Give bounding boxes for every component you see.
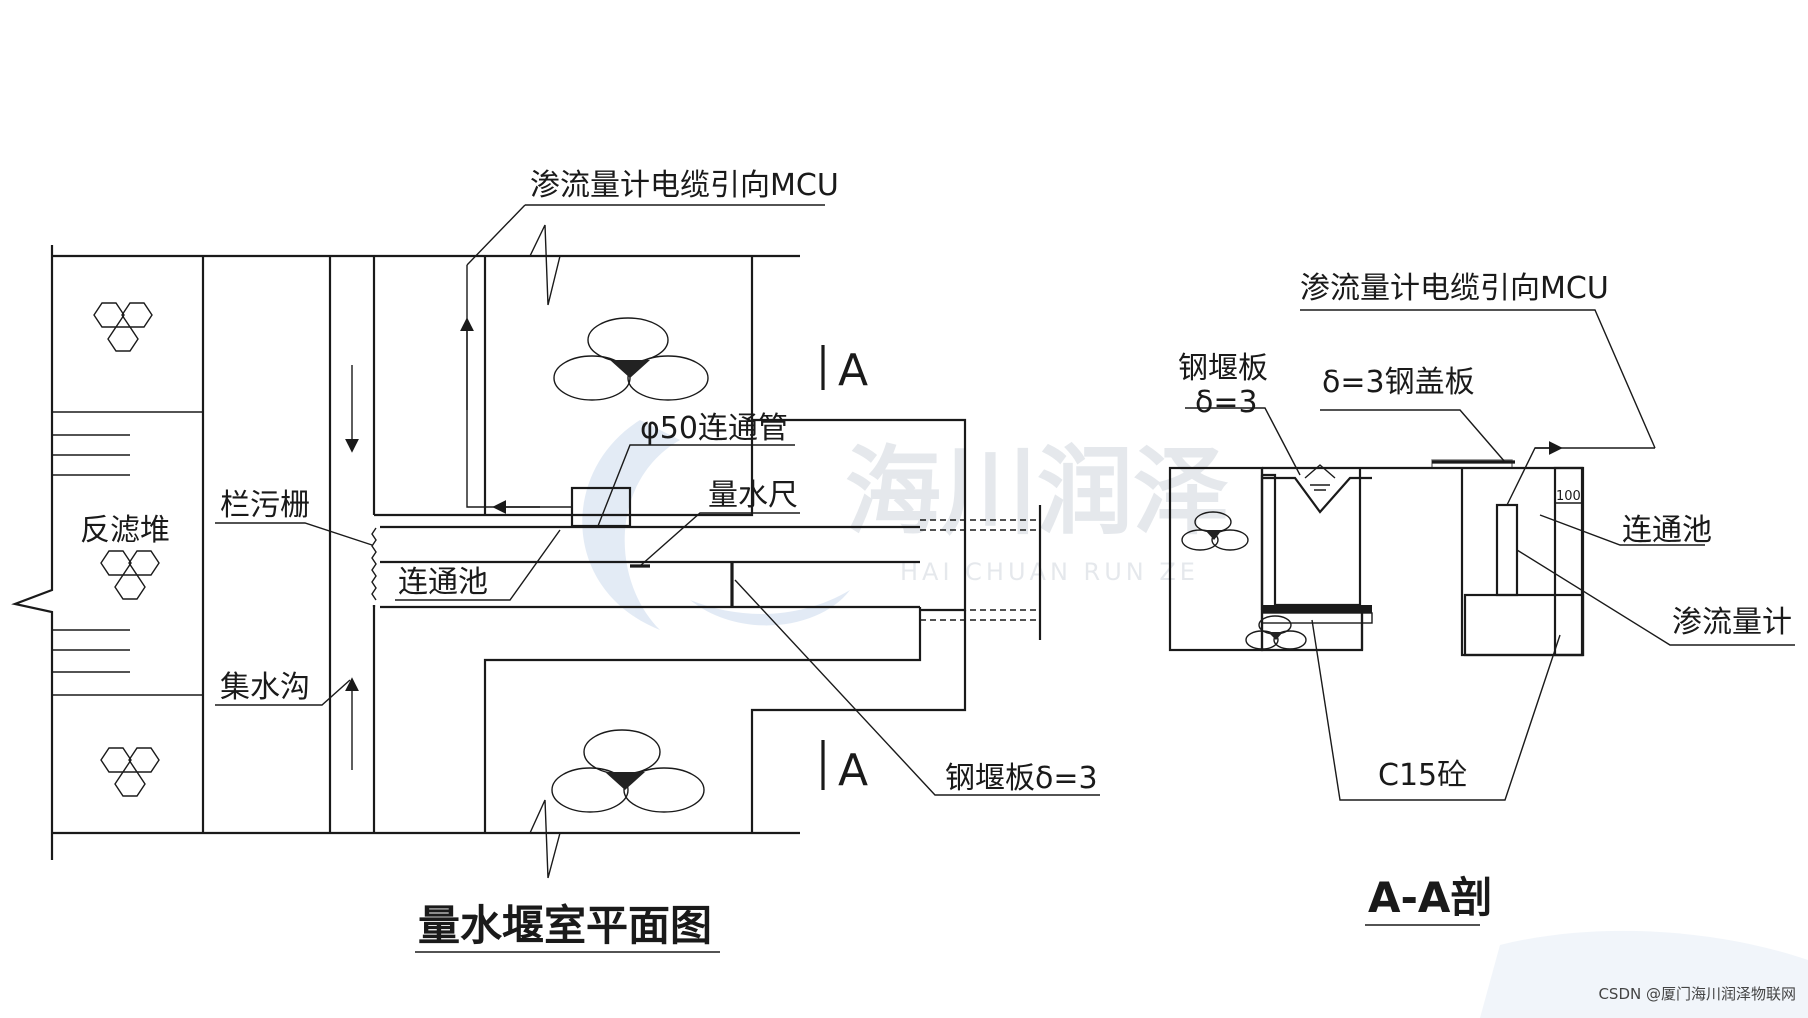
- pool-leader: [395, 529, 561, 601]
- pebble-cluster-upper: [553, 317, 709, 401]
- watermark: 海川润泽 HAI CHUAN RUN ZE: [582, 420, 1808, 1018]
- trash-rack-zigzag: [371, 527, 377, 601]
- seepage-meter: [1495, 503, 1519, 597]
- plan-cable-label: 渗流量计电缆引向MCU: [530, 168, 839, 203]
- water-level-symbol: [1304, 464, 1336, 491]
- section-cable-leader: [1300, 309, 1656, 449]
- pipe-leader: [597, 444, 795, 527]
- plan-weir-plate-label: 钢堰板δ=3: [945, 761, 1098, 796]
- v-notch: [1262, 476, 1372, 514]
- plan-title: 量水堰室平面图: [418, 901, 712, 950]
- pipe-label: φ50连通管: [640, 411, 788, 446]
- cover-plate-leader: [1320, 409, 1506, 463]
- ruler-leader: [639, 512, 800, 567]
- cover-plate-label: δ=3钢盖板: [1322, 365, 1475, 400]
- lower-chamber-inner: [483, 607, 922, 833]
- section-pebbles-lower: [1245, 615, 1307, 650]
- hex-cluster-middle: [100, 550, 160, 600]
- watermark-logo-swoosh: [582, 420, 680, 630]
- watermark-brand-en: HAI CHUAN RUN ZE: [900, 558, 1199, 586]
- plan-connect-pool-label: 连通池: [398, 565, 488, 600]
- plan-left-boundary: [11, 245, 54, 860]
- section-main-box: [1262, 466, 1584, 657]
- trash-rack-label: 栏污栅: [220, 488, 310, 523]
- section-connect-pool-label: 连通池: [1622, 513, 1712, 548]
- footer-credit: CSDN @厦门海川润泽物联网: [1598, 985, 1796, 1003]
- lower-chamber-outer: [750, 610, 967, 833]
- watermark-brand: 海川润泽: [845, 436, 1229, 548]
- trash-rack-leader: [215, 522, 373, 546]
- weir-plate-leader: [734, 579, 1100, 796]
- filter-pile-hatch: [52, 411, 203, 696]
- section-weir-plate-line2: δ=3: [1195, 385, 1258, 420]
- section-mark-top-letter: A: [838, 345, 868, 396]
- upper-chamber-outline: [374, 256, 754, 517]
- dim-label: 100: [1556, 489, 1581, 504]
- meter-leader: [1516, 549, 1795, 646]
- filter-pile-label: 反滤堆: [80, 513, 170, 548]
- section-weir-plate-line1: 钢堰板: [1178, 351, 1268, 386]
- section-pool-leader: [1539, 514, 1705, 546]
- pebble-cluster-lower: [551, 729, 705, 813]
- section-mark-bottom-letter: A: [838, 745, 868, 796]
- hex-cluster-top: [93, 302, 153, 352]
- watermark-logo-swoosh-2: [690, 590, 850, 626]
- section-title: A-A剖: [1368, 873, 1492, 922]
- ruler-label: 量水尺: [708, 478, 798, 513]
- seepage-meter-label: 渗流量计: [1672, 605, 1792, 640]
- weir-u-inner: [1262, 468, 1362, 607]
- plan-view: A A 渗流量计电缆引向MCU φ50连通管 量水尺 栏污栅 反滤堆 连通池 集…: [11, 168, 1100, 953]
- section-cable-label: 渗流量计电缆引向MCU: [1300, 271, 1609, 306]
- watermark-corner-wave: [1480, 930, 1808, 1018]
- hex-cluster-bottom: [100, 747, 160, 797]
- ditch-leader: [215, 679, 351, 706]
- cable-leader: [466, 204, 526, 266]
- bottom-concrete: [1463, 593, 1585, 657]
- weir-base-concrete: [1261, 612, 1373, 624]
- weir-base-plate: [1262, 605, 1372, 613]
- section-pebbles-upper: [1181, 511, 1249, 551]
- concrete-leader: [1311, 619, 1561, 801]
- ditch-label: 集水沟: [220, 670, 310, 705]
- break-mark-bottom: [529, 799, 561, 879]
- meter-cable: [1506, 447, 1562, 506]
- section-view: 100 渗流量计电缆引向MCU 钢堰板 δ=3 δ=3钢盖板 连通池 渗流量计 …: [1168, 271, 1795, 926]
- weir-plate-section-leader: [1185, 407, 1301, 476]
- concrete-label: C15砼: [1378, 758, 1467, 793]
- break-mark-top: [529, 224, 561, 306]
